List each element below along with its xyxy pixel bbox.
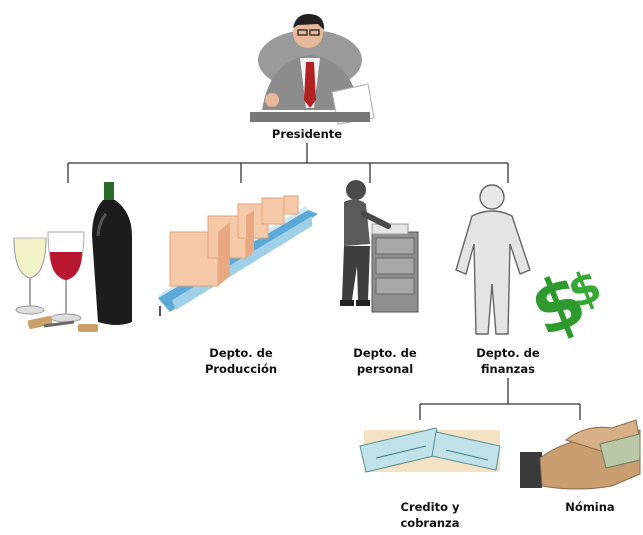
businessman-at-desk-icon: [250, 13, 375, 125]
person-at-file-cabinet-icon: [340, 180, 419, 313]
dept-label-production: Depto. de Producción: [204, 346, 278, 376]
dept-label-finance: Depto. de finanzas: [476, 346, 540, 376]
checks-icon: [359, 427, 501, 473]
person-with-dollar-sign-icon: $ $: [455, 184, 609, 353]
subdept-label-credit: Credito y cobranza: [400, 500, 460, 530]
handshake-money-icon: [520, 419, 641, 490]
dept-label-personnel: Depto. de personal: [353, 346, 417, 376]
conveyor-belt-boxes-icon: [158, 195, 318, 316]
president-label: Presidente: [271, 127, 343, 141]
subdept-label-payroll: Nómina: [565, 500, 615, 514]
wine-bottle-and-glasses-icon: [13, 182, 132, 332]
connector-lines: [67, 143, 581, 420]
